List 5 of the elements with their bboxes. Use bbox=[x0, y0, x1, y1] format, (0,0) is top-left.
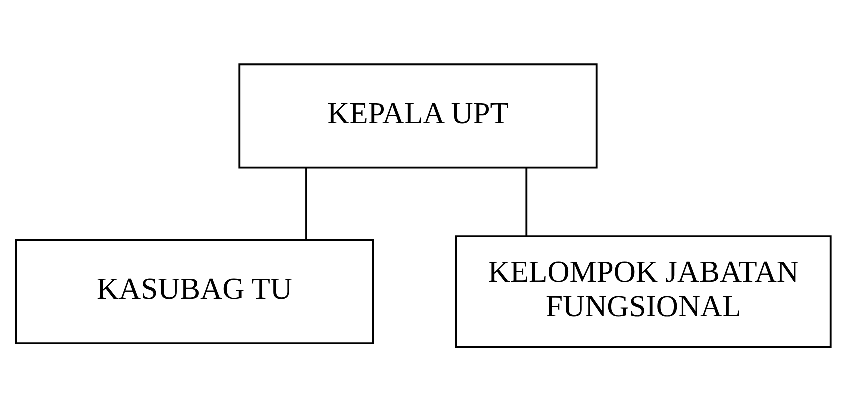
node-box: KASUBAG TU bbox=[15, 239, 374, 344]
node-box: KELOMPOK JABATAN FUNGSIONAL bbox=[456, 236, 832, 348]
node-box: KEPALA UPT bbox=[238, 64, 598, 169]
connector bbox=[306, 168, 308, 240]
connector bbox=[526, 168, 528, 236]
